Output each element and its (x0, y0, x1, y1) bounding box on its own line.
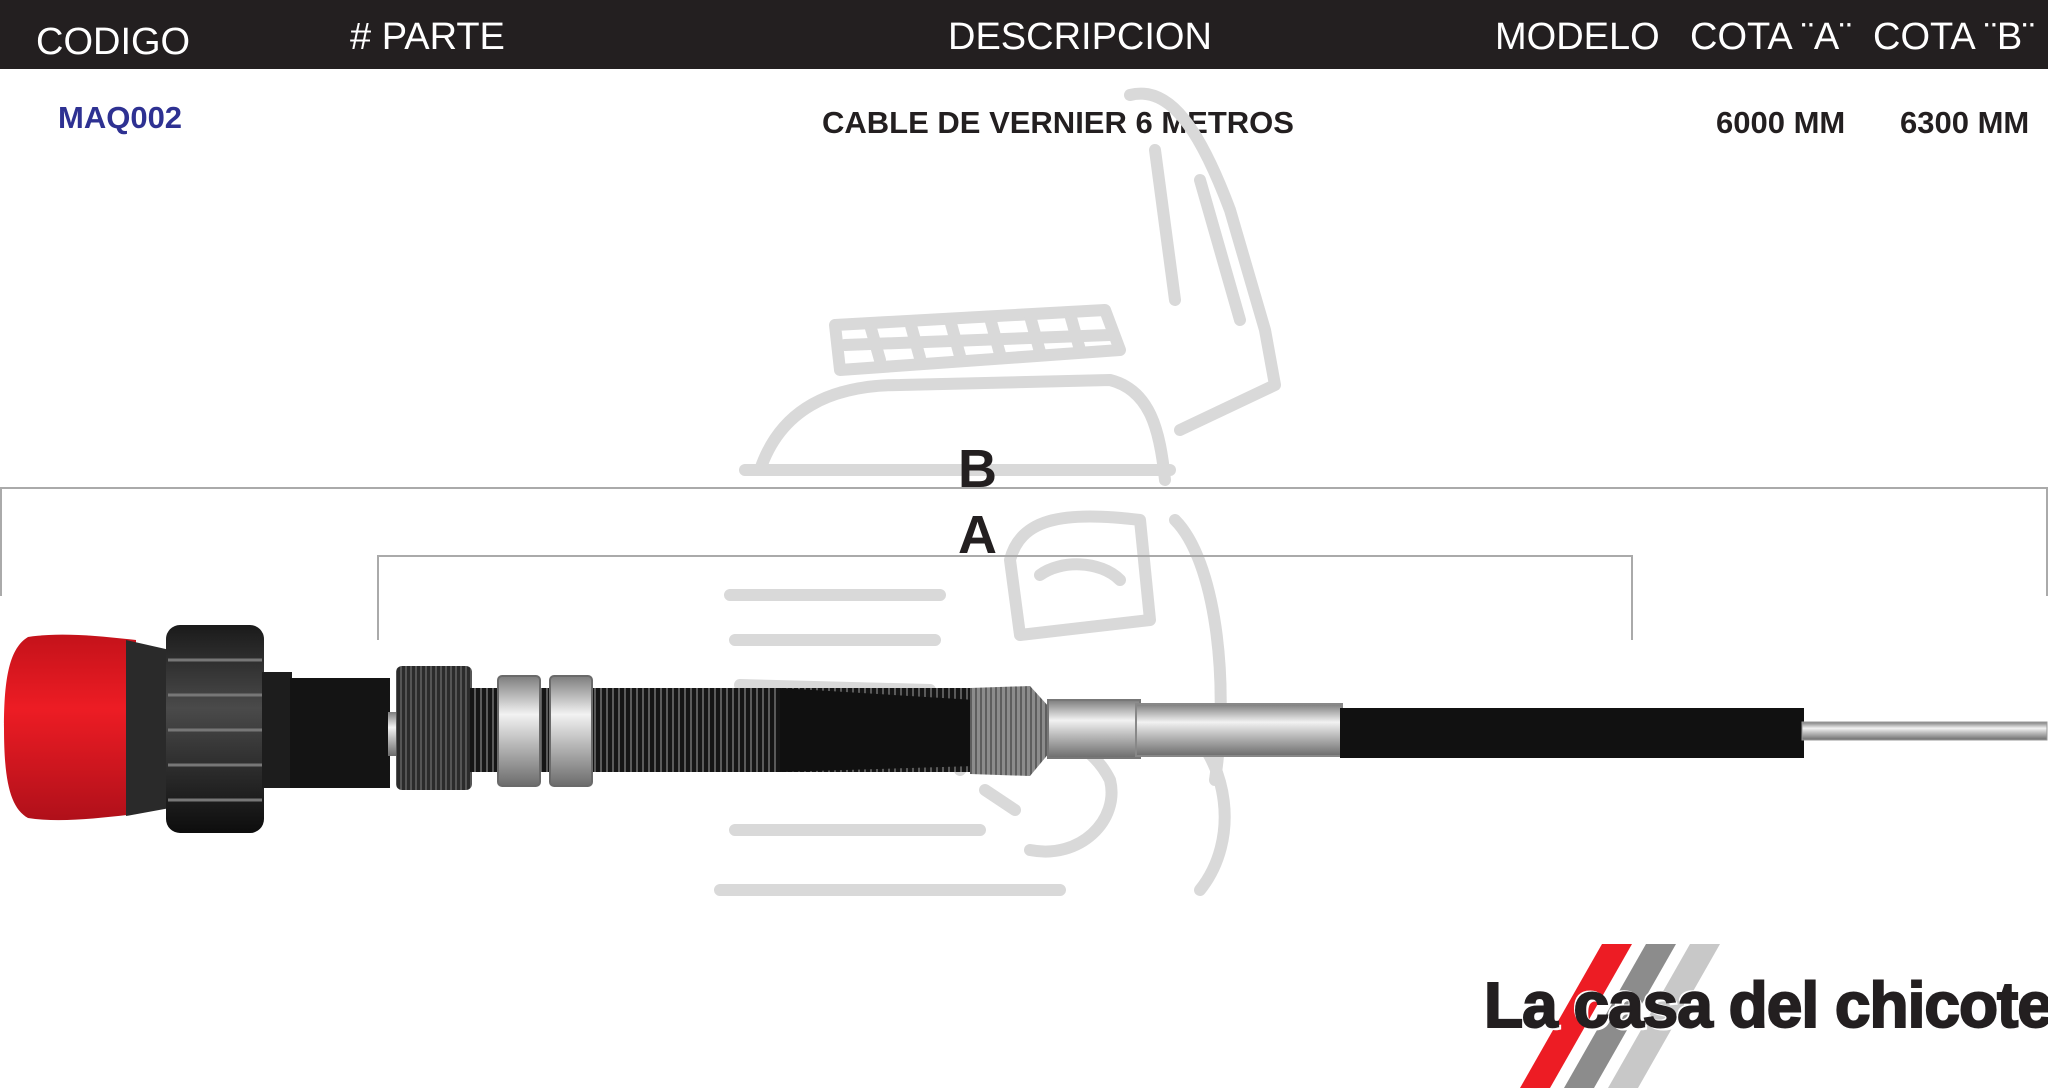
brand-stripes (1520, 944, 1720, 1088)
dimension-b (0, 487, 2048, 596)
header-descripcion: DESCRIPCION (948, 16, 1212, 58)
inner-wire (1801, 721, 2048, 741)
red-knob (4, 634, 170, 821)
knob-grip (166, 625, 400, 833)
dimension-b-label: B (958, 439, 997, 499)
part-description: CABLE DE VERNIER 6 METROS (822, 105, 1294, 140)
header-cota-a: COTA ¨A¨ (1690, 16, 1852, 58)
dimension-a-label: A (958, 505, 997, 565)
header-cota-b: COTA ¨B¨ (1873, 16, 2035, 58)
cota-b-value: 6300 MM (1900, 105, 2030, 140)
dimension-a (377, 555, 1633, 640)
chrome-sleeve (1135, 703, 1343, 757)
cota-a-value: 6000 MM (1716, 105, 1846, 140)
hex-nut-2 (549, 675, 593, 787)
table-header: CODIGO # PARTE DESCRIPCION MODELO COTA ¨… (0, 0, 2048, 69)
hex-nut-1 (497, 675, 541, 787)
knurled-nut (396, 666, 472, 790)
header-codigo: CODIGO (36, 21, 191, 63)
knurled-ferrule (970, 686, 1050, 776)
header-parte: # PARTE (350, 16, 505, 58)
tapered-sleeve (780, 688, 975, 772)
chrome-tube (1047, 699, 1141, 759)
cable-housing (1340, 708, 1804, 758)
part-code: MAQ002 (58, 100, 183, 135)
header-modelo: MODELO (1495, 16, 1660, 58)
brand-logo: La casa del chicote (1483, 968, 2048, 1042)
